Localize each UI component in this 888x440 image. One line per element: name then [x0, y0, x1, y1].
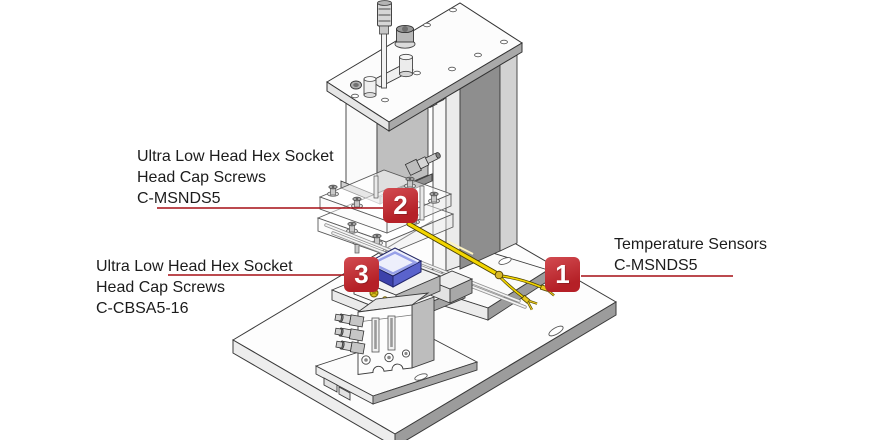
sensor-lead-wires	[406, 221, 557, 311]
label-line: Head Cap Screws	[96, 279, 225, 296]
label-screws-top: Ultra Low Head Hex Socket Head Cap Screw…	[137, 146, 334, 209]
temperature-sensor-probes	[324, 223, 527, 309]
part-number: C-MSNDS5	[614, 257, 698, 274]
callout-badge-2: 2	[383, 188, 418, 223]
part-number: C-MSNDS5	[137, 190, 221, 207]
manifold-fittings	[334, 313, 366, 355]
label-line: Temperature Sensors	[614, 236, 767, 253]
manifold-block	[357, 292, 435, 376]
part-number: C-CBSA5-16	[96, 300, 189, 317]
label-line: Ultra Low Head Hex Socket	[137, 148, 334, 165]
callout-badge-1: 1	[545, 257, 580, 292]
guide-rod	[381, 25, 387, 89]
wire-ferrule	[494, 270, 504, 280]
label-line: Ultra Low Head Hex Socket	[96, 258, 293, 275]
blue-sensor-plate	[365, 247, 423, 288]
label-line: Head Cap Screws	[137, 169, 266, 186]
callout-badge-3: 3	[344, 257, 379, 292]
leader-lines	[157, 207, 733, 277]
label-screws-bottom: Ultra Low Head Hex Socket Head Cap Screw…	[96, 256, 293, 319]
fork-terminal-icon	[521, 294, 538, 311]
top-plate-hardware	[350, 0, 416, 98]
label-temperature-sensors: Temperature Sensors C-MSNDS5	[614, 234, 767, 276]
